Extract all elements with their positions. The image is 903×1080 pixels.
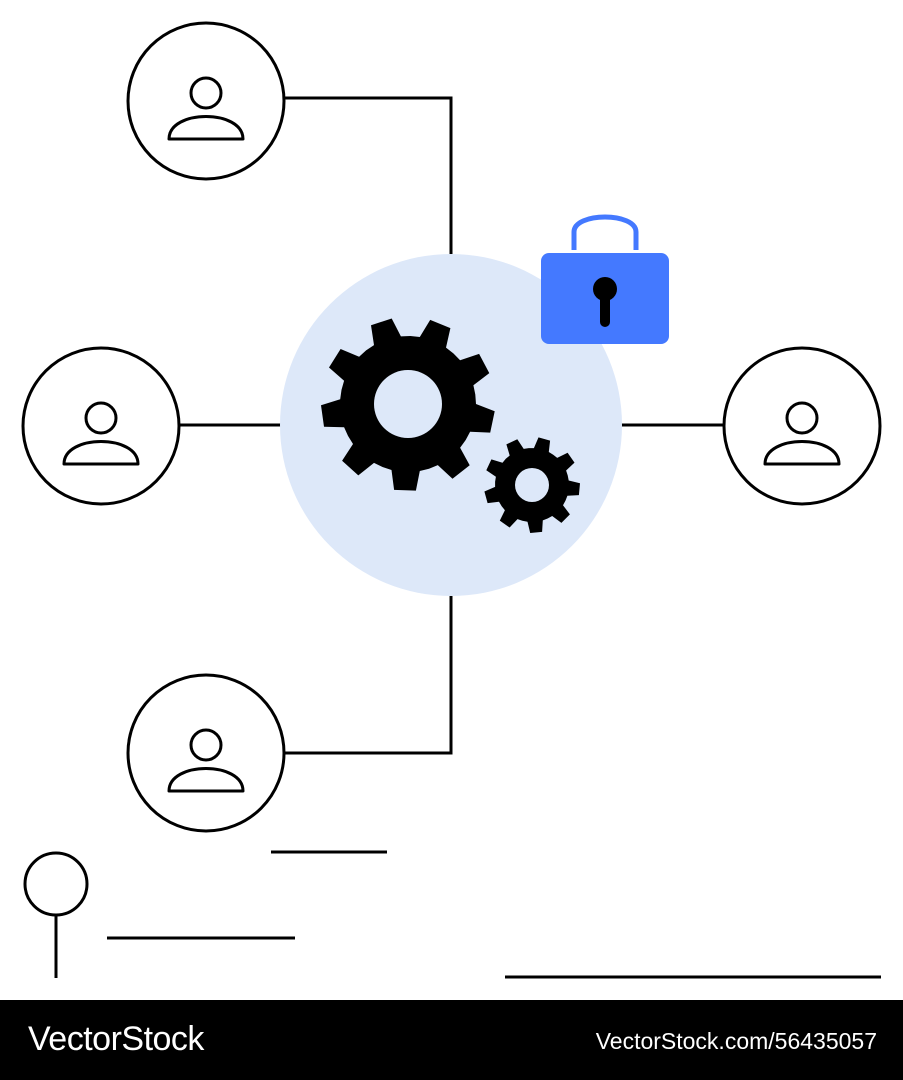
user-node-left: [21, 346, 181, 506]
decorative-lines: [107, 850, 881, 979]
connector-lines: [178, 96, 724, 755]
connector-bottom-left: [284, 596, 453, 755]
user-node-top: [126, 21, 286, 181]
connector-top-left: [284, 96, 453, 254]
map-pin-icon: [23, 851, 89, 978]
gear-large-icon: [321, 318, 495, 491]
gear-hole: [515, 468, 549, 502]
user-node-right: [722, 346, 882, 506]
watermark-footer: VectorStock VectorStock.com/56435057: [0, 1000, 903, 1080]
padlock-icon: [541, 214, 669, 344]
user-node-bottom: [126, 673, 286, 833]
gear-hole: [374, 370, 442, 438]
brand-logo-text: VectorStock: [28, 1020, 204, 1058]
network-illustration: [21, 21, 882, 979]
image-id-text: VectorStock.com/56435057: [595, 1028, 877, 1054]
gear-small-icon: [484, 437, 580, 533]
